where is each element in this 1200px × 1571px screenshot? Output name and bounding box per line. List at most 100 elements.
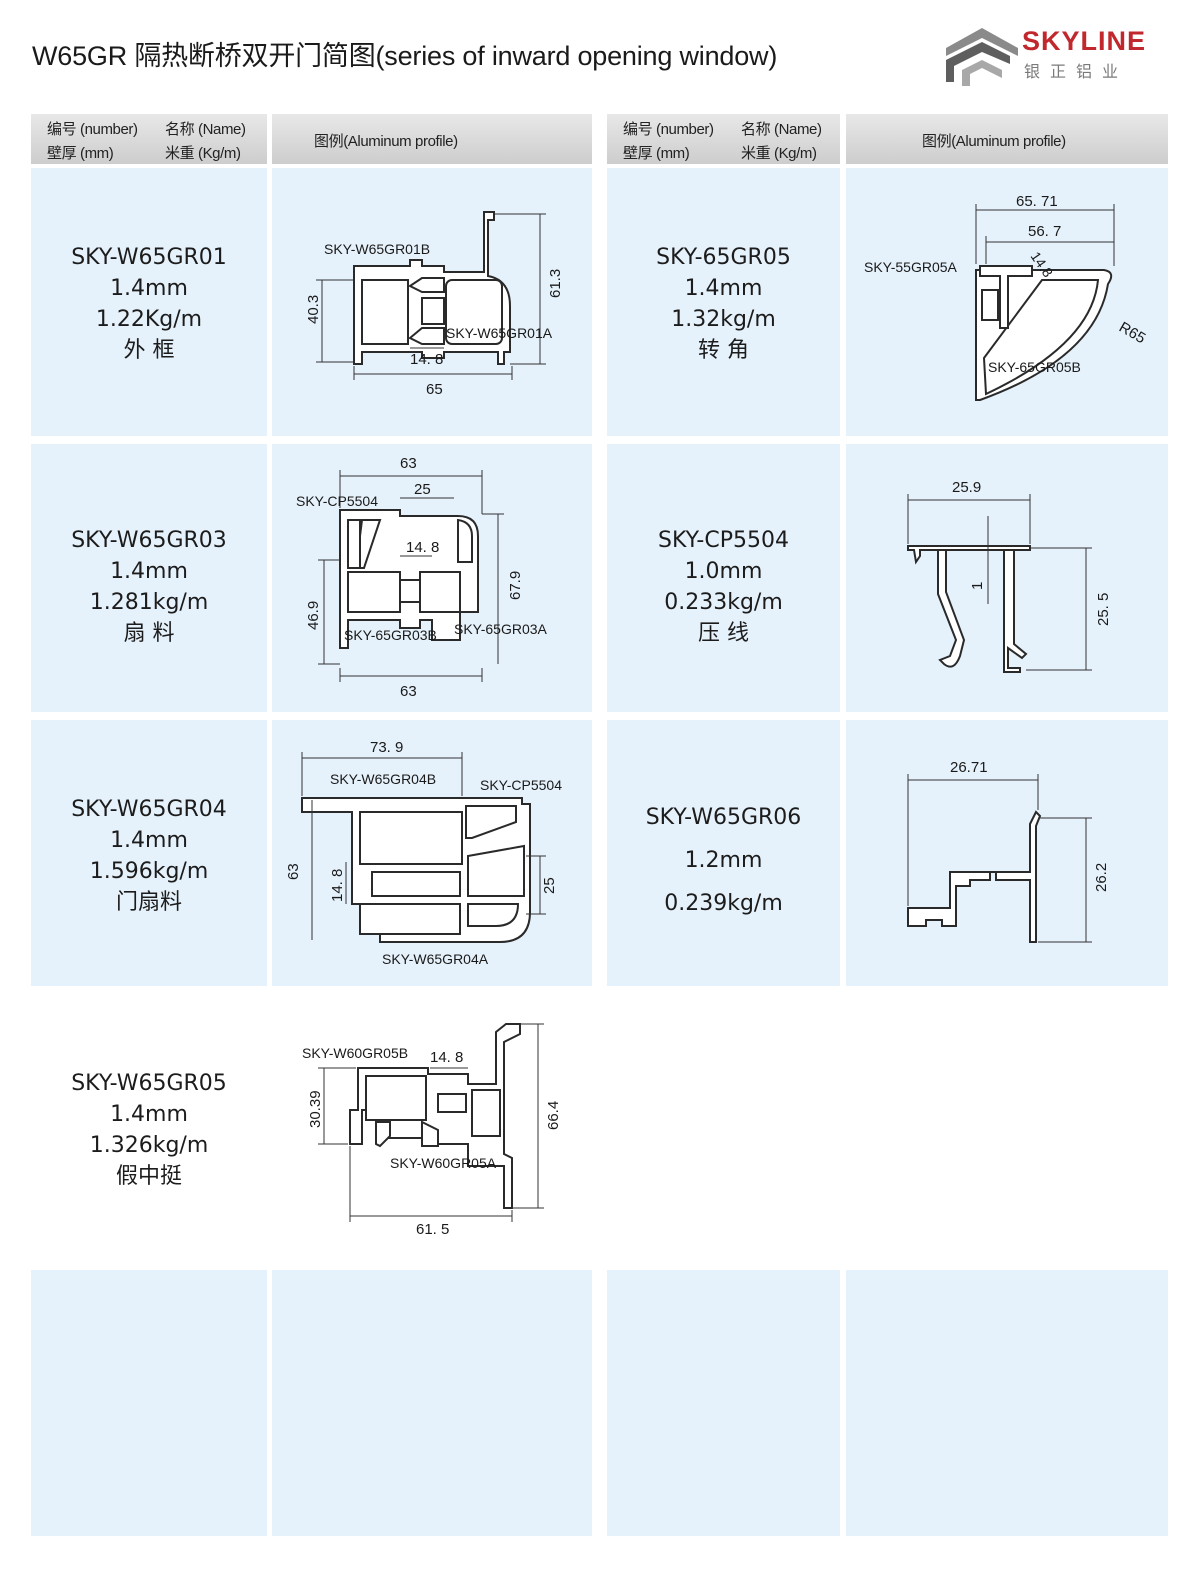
dimension-label: 61. 5: [416, 1221, 449, 1238]
dimension-label: 26.71: [950, 759, 988, 776]
item-code: SKY-W65GR06: [645, 805, 802, 830]
profile-drawing-cp5504: 25.9 1 25. 5: [907, 479, 1112, 673]
dimension-label: 63: [400, 455, 417, 472]
profile-drawing-w65gr03: 63 25 SKY-CP5504 14. 8 67.9 46.9 SKY-65G…: [296, 455, 548, 700]
item-name: 压 线: [698, 621, 749, 646]
item-weight: 0.233kg/m: [664, 590, 783, 615]
item-info-65gr05: SKY-65GR05 1.4mm 1.32kg/m 转 角: [607, 168, 840, 436]
header-right-info: 编号 (number) 名称 (Name) 壁厚 (mm) 米重 (Kg/m): [607, 114, 840, 164]
part-label: SKY-CP5504: [480, 777, 562, 793]
item-weight: 1.22Kg/m: [95, 307, 203, 332]
dimension-label: 25: [414, 481, 431, 498]
item-thickness: 1.4mm: [110, 828, 188, 853]
logo-mark-icon: [946, 28, 1018, 86]
item-name: 外 框: [123, 338, 175, 363]
header-number: 编号 (number): [623, 121, 714, 138]
skyline-logo: SKYLINE 银正铝业: [942, 22, 1172, 88]
dimension-label: 26.2: [1093, 863, 1110, 892]
empty-info-cell: [31, 1270, 267, 1536]
header-right-figure: 图例(Aluminum profile): [846, 114, 1168, 164]
item-code: SKY-W65GR04: [71, 797, 227, 822]
dimension-label: 25: [541, 877, 558, 894]
item-figure-w65gr03: 63 25 SKY-CP5504 14. 8 67.9 46.9 SKY-65G…: [272, 444, 592, 712]
item-weight: 1.326kg/m: [89, 1133, 209, 1158]
item-figure-w65gr06: 26.71 26.2: [846, 720, 1168, 986]
dimension-label: 14. 8: [430, 1049, 463, 1066]
dimension-label: 61.3: [547, 269, 564, 298]
header-thickness: 壁厚 (mm): [623, 145, 690, 162]
item-info-w65gr06: SKY-W65GR06 1.2mm 0.239kg/m: [607, 720, 840, 986]
dimension-label: 63: [285, 863, 302, 880]
item-figure-w65gr04: 73. 9 SKY-W65GR04B SKY-CP5504 63 14. 8 2…: [272, 720, 592, 986]
header-left-figure: 图例(Aluminum profile): [272, 114, 592, 164]
item-name: 假中挺: [115, 1164, 182, 1189]
header-figure: 图例(Aluminum profile): [922, 133, 1066, 150]
item-info-cp5504: SKY-CP5504 1.0mm 0.233kg/m 压 线: [607, 444, 840, 712]
item-weight: 1.596kg/m: [89, 859, 209, 884]
dimension-label: 66.4: [545, 1101, 562, 1130]
empty-figure-cell: [846, 1270, 1168, 1536]
item-name: 转 角: [698, 338, 749, 363]
part-label: SKY-65GR03A: [454, 621, 548, 637]
item-code: SKY-65GR05: [656, 245, 791, 270]
dimension-label: 30.39: [307, 1090, 324, 1128]
page-title: W65GR 隔热断桥双开门简图(series of inward opening…: [32, 41, 778, 71]
profile-drawing-w65gr04: 73. 9 SKY-W65GR04B SKY-CP5504 63 14. 8 2…: [285, 739, 562, 967]
header-left-info: 编号 (number) 名称 (Name) 壁厚 (mm) 米重 (Kg/m): [31, 114, 267, 164]
item-thickness: 1.2mm: [684, 848, 763, 873]
logo-wordmark: SKYLINE: [1022, 26, 1147, 56]
part-label: SKY-55GR05A: [864, 259, 958, 275]
dimension-label: 25.9: [952, 479, 981, 496]
item-code: SKY-W65GR05: [71, 1071, 227, 1096]
item-name: 扇 料: [123, 621, 175, 646]
part-label: SKY-W60GR05A: [390, 1155, 497, 1171]
part-label: SKY-W65GR01A: [446, 325, 553, 341]
item-info-w65gr05: SKY-W65GR05 1.4mm 1.326kg/m 假中挺: [31, 994, 267, 1260]
item-figure-65gr05: 65. 71 56. 7 14.8 SKY-55GR05A R65 SKY-65…: [846, 168, 1168, 436]
dimension-label: 65. 71: [1016, 193, 1058, 210]
profile-drawing-65gr05: 65. 71 56. 7 14.8 SKY-55GR05A R65 SKY-65…: [864, 193, 1148, 401]
dimension-label: 63: [400, 683, 417, 700]
dimension-label: 14. 8: [329, 869, 346, 902]
profile-drawing-w65gr05: SKY-W60GR05B 14. 8 30.39 66.4 SKY-W60GR0…: [302, 1023, 562, 1238]
item-name: 门扇料: [115, 890, 182, 915]
header-weight: 米重 (Kg/m): [165, 145, 241, 162]
item-weight: 1.281kg/m: [89, 590, 209, 615]
item-thickness: 1.4mm: [110, 559, 188, 584]
dimension-label: 14. 8: [406, 539, 439, 556]
item-code: SKY-W65GR03: [71, 528, 227, 553]
header-thickness: 壁厚 (mm): [47, 145, 114, 162]
dimension-label: 67.9: [507, 571, 524, 600]
item-info-w65gr03: SKY-W65GR03 1.4mm 1.281kg/m 扇 料: [31, 444, 267, 712]
item-weight: 0.239kg/m: [664, 891, 783, 916]
part-label: SKY-W65GR01B: [324, 241, 430, 257]
part-label: SKY-W60GR05B: [302, 1045, 408, 1061]
dimension-label: 40.3: [305, 295, 322, 324]
dimension-label: 46.9: [305, 601, 322, 630]
header-weight: 米重 (Kg/m): [741, 145, 817, 162]
item-info-w65gr01: SKY-W65GR01 1.4mm 1.22Kg/m 外 框: [31, 168, 267, 436]
dimension-label: 56. 7: [1028, 223, 1061, 240]
header-figure: 图例(Aluminum profile): [314, 133, 458, 150]
dimension-label: 14. 8: [410, 351, 443, 368]
part-label: SKY-CP5504: [296, 493, 378, 509]
header-name: 名称 (Name): [165, 121, 246, 138]
empty-info-cell: [607, 1270, 840, 1536]
item-code: SKY-CP5504: [658, 528, 789, 553]
item-weight: 1.32kg/m: [671, 307, 776, 332]
item-code: SKY-W65GR01: [71, 245, 227, 270]
item-thickness: 1.4mm: [110, 276, 188, 301]
dimension-label: 25. 5: [1095, 593, 1112, 626]
dimension-label: 1: [969, 582, 986, 590]
part-label: SKY-65GR03B: [344, 627, 437, 643]
logo-chinese-name: 银正铝业: [1024, 62, 1129, 81]
item-figure-cp5504: 25.9 1 25. 5: [846, 444, 1168, 712]
profile-drawing-w65gr06: 26.71 26.2: [907, 759, 1110, 943]
item-info-w65gr04: SKY-W65GR04 1.4mm 1.596kg/m 门扇料: [31, 720, 267, 986]
dimension-label: R65: [1116, 319, 1148, 347]
item-thickness: 1.0mm: [684, 559, 763, 584]
item-figure-w65gr01: SKY-W65GR01B SKY-W65GR01A 40.3 61.3 14. …: [272, 168, 592, 436]
item-thickness: 1.4mm: [684, 276, 763, 301]
part-label: SKY-65GR05B: [988, 359, 1081, 375]
profile-drawing-w65gr01: SKY-W65GR01B SKY-W65GR01A 40.3 61.3 14. …: [305, 211, 564, 398]
